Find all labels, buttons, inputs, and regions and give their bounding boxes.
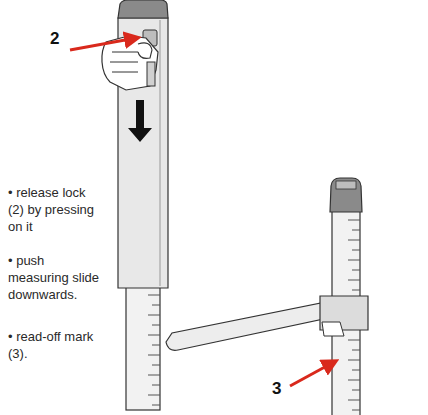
pointer-arrow (70, 38, 136, 50)
pointer-arrow (290, 362, 334, 386)
instruction-text: • push measuring slide downwards. (8, 252, 104, 303)
callout-number: 2 (50, 30, 70, 47)
callout-number: 3 (272, 380, 292, 397)
instruction-text: • read-off mark (3). (8, 328, 104, 362)
instruction-text: • release lock (2) by pressing on it (8, 184, 104, 235)
left-rod (102, 0, 168, 410)
right-rod (166, 178, 368, 415)
